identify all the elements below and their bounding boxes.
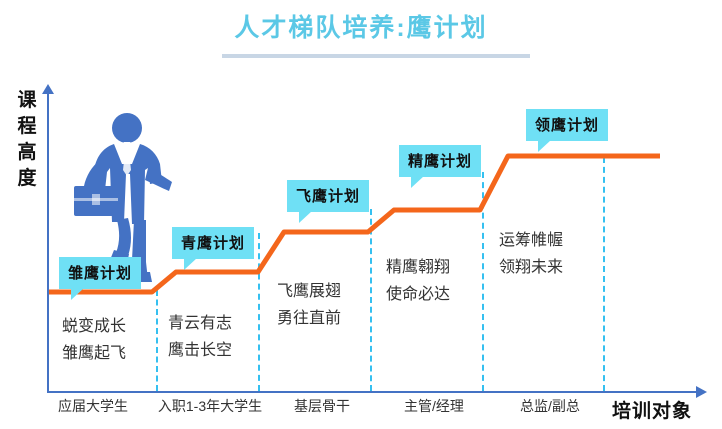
y-axis-arrow-icon — [42, 84, 54, 94]
title-underline-rule — [222, 54, 530, 58]
stage-description-2: 青云有志 鹰击长空 — [168, 310, 232, 364]
stage-badge-5-label: 领鹰计划 — [535, 117, 600, 134]
y-axis-label-char-2: 高 — [17, 142, 37, 163]
x-axis-arrow-icon — [696, 386, 707, 398]
stage-description-2-line-1: 鹰击长空 — [168, 342, 233, 359]
stage-divider-5 — [603, 157, 605, 391]
stage-divider-2 — [258, 233, 260, 391]
stage-description-1: 蜕变成长 雏鹰起飞 — [62, 313, 126, 367]
y-axis-line — [47, 92, 49, 393]
stage-badge-2[interactable]: 青鹰计划 — [172, 227, 255, 270]
stage-description-3: 飞鹰展翅 勇往直前 — [277, 278, 341, 332]
stage-description-1-line-0: 蜕变成长 — [62, 318, 127, 335]
stage-badge-2-tail — [184, 258, 197, 270]
page-title: 人才梯队培养:鹰计划 — [234, 14, 488, 42]
y-axis-label-char-3: 度 — [17, 168, 37, 189]
x-tick-label-2: 入职1-3年大学生 — [157, 398, 263, 414]
x-tick-label-4: 主管/经理 — [404, 398, 464, 414]
stage-description-4-line-0: 精鹰翱翔 — [386, 259, 451, 276]
stage-divider-1 — [156, 290, 158, 391]
stage-description-4: 精鹰翱翔 使命必达 — [386, 254, 450, 308]
stage-badge-3[interactable]: 飞鹰计划 — [287, 180, 370, 223]
stage-badge-2-label: 青鹰计划 — [181, 235, 246, 252]
stage-description-2-line-0: 青云有志 — [168, 315, 233, 332]
stage-description-3-line-0: 飞鹰展翅 — [277, 283, 342, 300]
stage-badge-3-label: 飞鹰计划 — [296, 188, 361, 205]
stage-description-1-line-1: 雏鹰起飞 — [62, 345, 127, 362]
stage-description-5: 运筹帷幄 领翔未来 — [499, 227, 563, 281]
x-axis-title: 培训对象 — [612, 401, 693, 422]
x-tick-label-3: 基层骨干 — [294, 398, 350, 414]
y-axis-label-char-1: 程 — [17, 116, 37, 137]
stage-badge-3-tail — [299, 211, 312, 223]
stage-description-3-line-1: 勇往直前 — [277, 310, 342, 327]
x-tick-label-1: 应届大学生 — [58, 398, 128, 414]
y-axis-label: 课 程 高 度 — [14, 88, 40, 192]
stage-description-4-line-1: 使命必达 — [386, 286, 451, 303]
stage-badge-4-label: 精鹰计划 — [408, 153, 473, 170]
stage-description-5-line-0: 运筹帷幄 — [499, 232, 564, 249]
stage-badge-1-label: 雏鹰计划 — [68, 265, 133, 282]
stage-divider-3 — [370, 209, 372, 391]
stage-badge-1[interactable]: 雏鹰计划 — [59, 257, 142, 300]
x-axis-line — [47, 391, 698, 393]
x-tick-label-5: 总监/副总 — [520, 398, 580, 414]
stage-badge-4[interactable]: 精鹰计划 — [399, 145, 482, 188]
stage-description-5-line-1: 领翔未来 — [499, 259, 564, 276]
stage-badge-5-tail — [538, 140, 551, 152]
y-axis-label-char-0: 课 — [17, 90, 37, 111]
stage-badge-1-tail — [71, 288, 84, 300]
stage-badge-5[interactable]: 领鹰计划 — [526, 109, 609, 152]
stage-badge-4-tail — [411, 176, 424, 188]
stage-divider-4 — [482, 172, 484, 391]
